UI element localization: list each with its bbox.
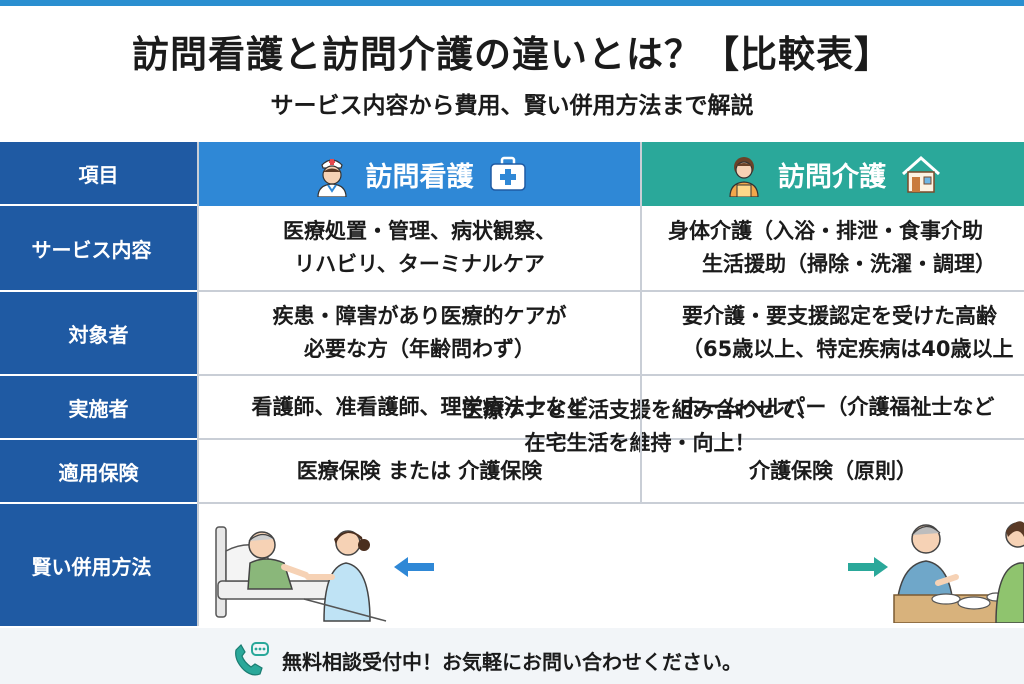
page-subtitle: サービス内容から費用、賢い併用方法まで解説 [270, 93, 754, 119]
row-label-service: サービス内容 [0, 206, 197, 292]
cell-line: 介護保険（原則） [749, 458, 917, 483]
cell-line: （65歳以上、特定疾病は40歳以上 [682, 337, 1014, 361]
page-title: 訪問看護と訪問介護の違いとは？【比較表】 [132, 33, 892, 76]
cell-line: 医療処置・管理、病状観察、 [283, 219, 556, 244]
footer-bar: 無料相談受付中！お気軽にお問い合わせください。 [0, 628, 1024, 684]
cell-line: 医療保険 または 介護保険 [296, 458, 543, 483]
item-header-label: 項目 [78, 162, 119, 187]
care-provider-cell: ホームヘルパー（介護福祉士など [642, 376, 1024, 440]
care-header-cell: 訪問介護 [642, 142, 1024, 206]
row-label-provider: 実施者 [0, 376, 197, 440]
row-label-insurance: 適用保険 [0, 440, 197, 504]
caregiver-meal-illustration [892, 507, 1024, 624]
row-label-text: サービス内容 [31, 237, 152, 262]
column-divider-left [197, 142, 199, 626]
care-header-label: 訪問介護 [778, 161, 886, 193]
item-header-cell: 項目 [0, 142, 197, 206]
cell-line: ホームヘルパー（介護福祉士など [680, 394, 995, 419]
nursing-provider-cell: 看護師、准看護師、理学療法士など [199, 376, 640, 440]
care-service-cell: 身体介護（入浴・排泄・食事介助 生活援助（掃除・洗濯・調理） [642, 206, 1024, 292]
column-divider-right [640, 142, 642, 504]
medical-kit-icon [488, 156, 528, 192]
top-accent-strip [0, 0, 1024, 6]
comparison-table: 項目 訪問看護 [0, 142, 1024, 626]
nursing-service-cell: 医療処置・管理、病状観察、 リハビリ、ターミナルケア [199, 206, 640, 292]
arrow-right-icon [846, 554, 890, 580]
care-insurance-cell: 介護保険（原則） [642, 440, 1024, 504]
cell-line: 生活援助（掃除・洗濯・調理） [702, 252, 996, 276]
cell-line: 疾患・障害があり医療的ケアが [272, 304, 567, 329]
page-header: 訪問看護と訪問介護の違いとは？【比較表】 サービス内容から費用、賢い併用方法まで… [0, 6, 1024, 130]
nursing-target-cell: 疾患・障害があり医療的ケアが 必要な方（年齢問わず） [199, 292, 640, 376]
caregiver-icon [724, 151, 764, 197]
row-label-text: 実施者 [68, 396, 129, 421]
nursing-header-label: 訪問看護 [365, 161, 474, 193]
row-label-text: 対象者 [68, 322, 129, 347]
care-target-cell: 要介護・要支援認定を受けた高齢 （65歳以上、特定疾病は40歳以上 [642, 292, 1024, 376]
nurse-icon [312, 151, 352, 197]
row-label-target: 対象者 [0, 292, 197, 376]
arrow-left-icon [392, 554, 436, 580]
footer-content: 無料相談受付中！お気軽にお問い合わせください。 [230, 642, 742, 678]
nurse-patient-illustration [214, 507, 390, 623]
cell-line: 看護師、准看護師、理学療法士など [251, 394, 588, 419]
row-label-text: 賢い併用方法 [31, 554, 152, 579]
row-label-combo: 賢い併用方法 [0, 504, 197, 626]
cell-line: 身体介護（入浴・排泄・食事介助 [668, 219, 983, 244]
cell-line: 必要な方（年齢問わず） [304, 337, 535, 361]
row-label-text: 適用保険 [58, 460, 139, 485]
nursing-insurance-cell: 医療保険 または 介護保険 [199, 440, 640, 504]
house-icon [900, 154, 942, 194]
nursing-header-cell: 訪問看護 [199, 142, 640, 206]
footer-text: 無料相談受付中！お気軽にお問い合わせください。 [282, 649, 742, 674]
phone-chat-icon [230, 642, 270, 678]
cell-line: 要介護・要支援認定を受けた高齢 [682, 304, 997, 329]
cell-line: リハビリ、ターミナルケア [294, 252, 545, 276]
